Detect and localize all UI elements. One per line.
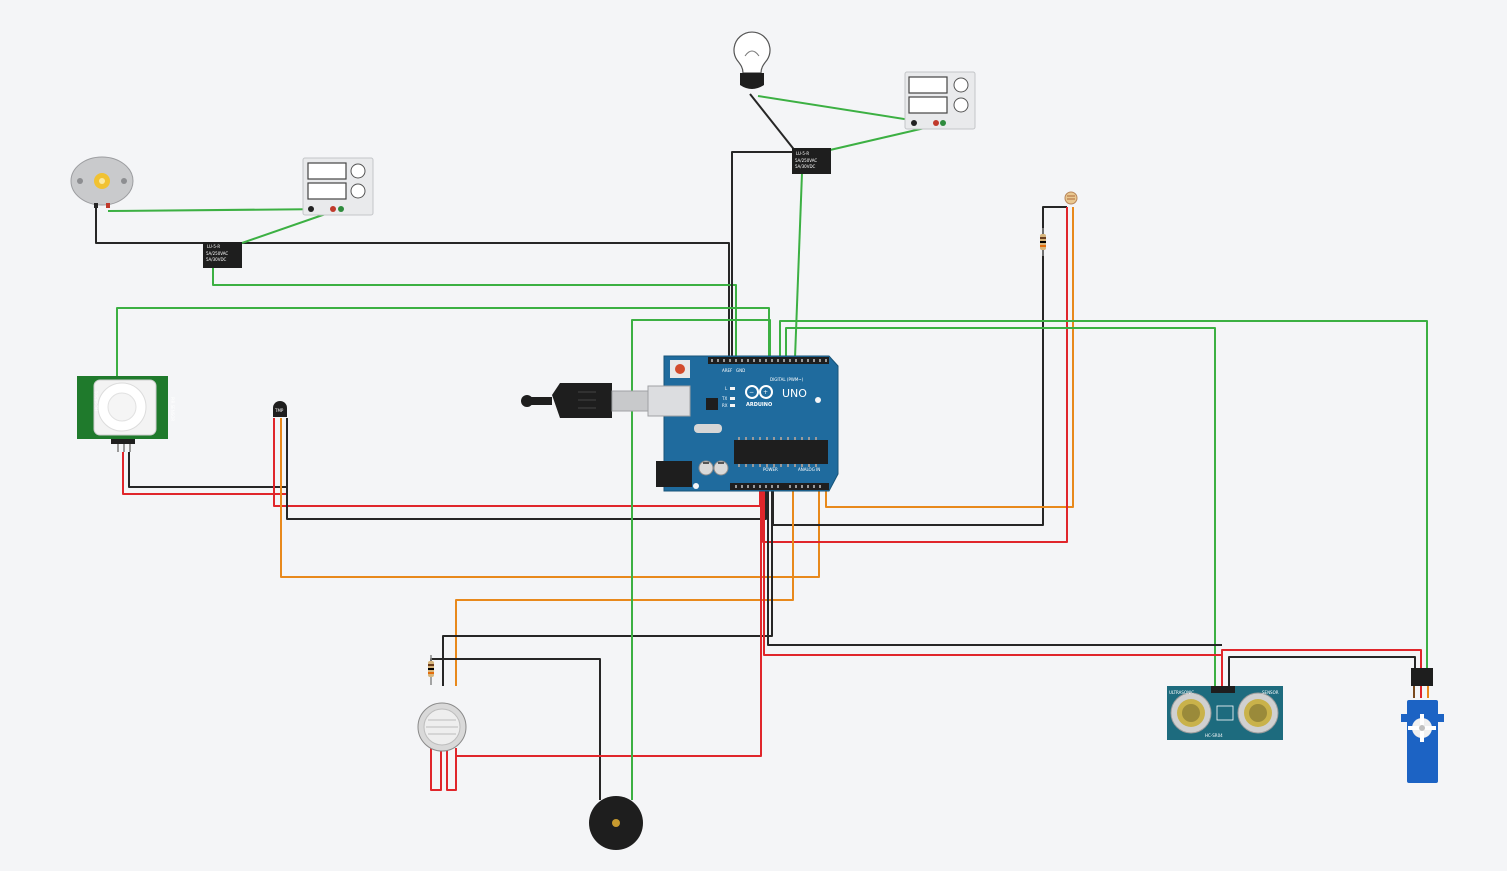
wire-green-ultrasonic-trig[interactable] [785,327,1216,686]
resistor-gas[interactable] [428,655,434,685]
svg-text:−: − [749,389,754,396]
arduino-logo: − + [745,385,773,399]
arduino-uno-board[interactable]: AREF GND DIGITAL (PWM~) − + UNO ARDUINO … [647,355,839,492]
board-analog-label: ANALOG IN [798,467,820,472]
relay-left-line2: 5A/30VDC [206,257,227,262]
wire-green-motor-to-supply[interactable] [107,208,333,212]
wire-green-servo-signal[interactable] [779,320,1428,668]
relay-top-line2: 5A/30VDC [795,164,816,169]
tmp-label: TMP [274,408,284,413]
wire-red-servo-vcc[interactable] [1221,649,1422,668]
wire-orange-gas-signal[interactable] [455,488,794,686]
resistor-ldr[interactable] [1040,228,1046,256]
ultrasonic-sensor[interactable]: HC-SR04 ULTRASONIC SENSOR [1167,686,1283,740]
ultrasonic-label-right: SENSOR [1262,690,1279,695]
wire-green-buzzer[interactable] [631,319,771,800]
wires [95,93,1428,800]
wire-black-ultrasonic-gnd[interactable] [1228,656,1416,686]
board-l-label: L [725,386,728,391]
board-brand-text: ARDUINO [746,402,772,408]
wire-red-pir-vcc[interactable] [122,452,287,495]
board-rx-label: RX [722,403,728,408]
wire-orange-tmp-signal[interactable] [280,418,820,578]
pir-right-text: PIR SENSOR [170,397,175,421]
svg-text:+: + [763,389,768,396]
ultrasonic-label-left: ULTRASONIC [1169,690,1194,695]
pir-left-text: HC-SR501 [94,390,99,411]
wire-black-relay-top-to-board[interactable] [731,151,792,358]
wire-black-board-gnd-bottom[interactable] [767,488,1222,646]
relay-top[interactable]: LU-5-R 5A/250VAC 5A/30VDC [792,148,831,174]
board-gnd-label: GND [736,368,745,373]
wire-black-gas-gnd[interactable] [442,488,773,686]
wire-black-bulb-to-relay[interactable] [749,93,797,153]
board-logo-text: UNO [782,387,807,400]
wire-black-motor-to-board[interactable] [95,206,730,358]
board-power-label: POWER [763,467,778,472]
wire-black-pir-gnd[interactable] [128,452,287,488]
relay-left-top-text: LU-5-R [207,244,220,249]
wire-green-relay-top-to-pin[interactable] [794,172,803,359]
piezo-buzzer-icon [589,796,643,850]
servo-motor[interactable] [1401,668,1444,783]
pir-sensor[interactable]: HC-SR501 PIR SENSOR [77,376,175,452]
relay-top-line1: 5A/250VAC [795,158,817,163]
wire-red-gas-vcc[interactable] [456,488,762,757]
power-supply-left[interactable] [302,157,374,216]
relay-top-top-text: LU-5-R [796,151,809,156]
gas-sensor[interactable] [417,702,467,752]
wire-red-gas-loop[interactable] [430,748,457,791]
power-supply-top[interactable] [904,71,976,130]
relay-left[interactable]: LU-5-R 5A/250VAC 5A/30VDC [203,242,242,268]
wire-orange-ldr[interactable] [825,207,1074,508]
board-tx-label: TX [721,396,727,401]
wire-black-tmp-gnd[interactable] [286,418,767,520]
board-aref-label: AREF [722,368,733,373]
board-digital-label: DIGITAL (PWM~) [770,377,804,382]
temperature-sensor[interactable]: TMP [273,401,287,417]
piezo-buzzer[interactable] [589,796,643,850]
ultrasonic-model: HC-SR04 [1205,733,1223,738]
light-bulb[interactable] [733,31,771,89]
photoresistor[interactable] [1064,191,1078,205]
wire-red-power-right[interactable] [763,488,1223,686]
dc-motor[interactable] [70,156,134,208]
relay-left-line1: 5A/250VAC [206,251,228,256]
lightbulb-icon [733,31,771,89]
wire-green-relay-to-pin[interactable] [212,268,737,358]
